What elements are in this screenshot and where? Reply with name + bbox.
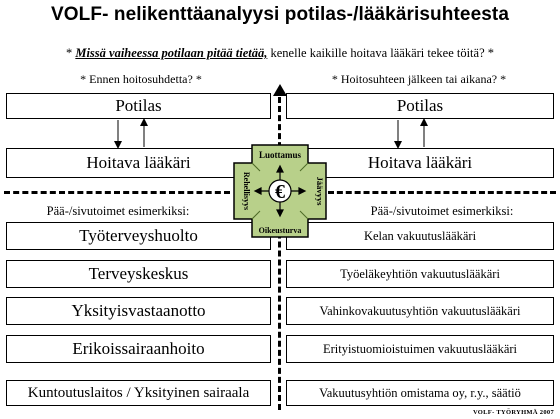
- page-title: VOLF- nelikenttäanalyysi potilas-/lääkär…: [51, 4, 509, 25]
- left-example-1: Terveyskeskus: [6, 260, 271, 288]
- relation-arrows: [114, 118, 428, 149]
- right-example-2: Vahinkovakuutusyhtiön vakuutuslääkäri: [286, 297, 554, 325]
- right-example-0: Kelan vakuutuslääkäri: [286, 222, 554, 250]
- left-example-3: Erikoissairaanhoito: [6, 335, 271, 363]
- left-doctor-box: Hoitava lääkäri: [6, 148, 271, 178]
- left-examples-label: Pää-/sivutoimet esimerkiksi:: [46, 204, 190, 218]
- subtitle-rest: kenelle kaikille hoitava lääkäri tekee t…: [267, 46, 495, 60]
- right-bottom-box: Vakuutusyhtiön omistama oy, r.y., säätiö: [286, 380, 554, 406]
- cross-label-top: Luottamus: [259, 150, 302, 160]
- left-example-2: Yksityisvastaanotto: [6, 297, 271, 325]
- cross-label-bottom: Oikeusturva: [259, 226, 302, 235]
- values-cross: € Luottamus Oikeusturva Rehellisyys Jääv…: [233, 144, 327, 238]
- footer-credit: VOLF- TYÖRYHMÄ 2007: [472, 409, 554, 416]
- left-column-heading: * Ennen hoitosuhdetta? *: [80, 72, 202, 86]
- left-bottom-box: Kuntoutuslaitos / Yksityinen sairaala: [6, 380, 271, 406]
- vertical-divider: [278, 88, 281, 410]
- right-horizontal-divider: [328, 191, 556, 194]
- right-doctor-box: Hoitava lääkäri: [286, 148, 554, 178]
- right-example-3: Erityistuomioistuimen vakuutuslääkäri: [286, 335, 554, 363]
- left-horizontal-divider: [4, 191, 230, 194]
- right-column-heading: * Hoitosuhteen jälkeen tai aikana? *: [331, 72, 507, 86]
- up-arrow-icon: [273, 84, 287, 96]
- subtitle-prefix: *: [65, 46, 76, 60]
- right-patient-box: Potilas: [286, 93, 554, 119]
- cross-label-left: Rehellisyys: [242, 172, 251, 210]
- right-examples-label: Pää-/sivutoimet esimerkiksi:: [370, 204, 514, 218]
- left-example-0: Työterveyshuolto: [6, 222, 271, 250]
- cross-label-right: Jäävyys: [315, 177, 325, 207]
- subtitle-emphasis: Missä vaiheessa potilaan pitää tietää,: [75, 46, 268, 60]
- subtitle: * Missä vaiheessa potilaan pitää tietää,…: [0, 46, 560, 61]
- right-example-1: Työeläkeyhtiön vakuutuslääkäri: [286, 260, 554, 288]
- euro-circle-icon: [268, 179, 292, 203]
- euro-symbol: €: [275, 181, 285, 203]
- left-patient-box: Potilas: [6, 93, 271, 119]
